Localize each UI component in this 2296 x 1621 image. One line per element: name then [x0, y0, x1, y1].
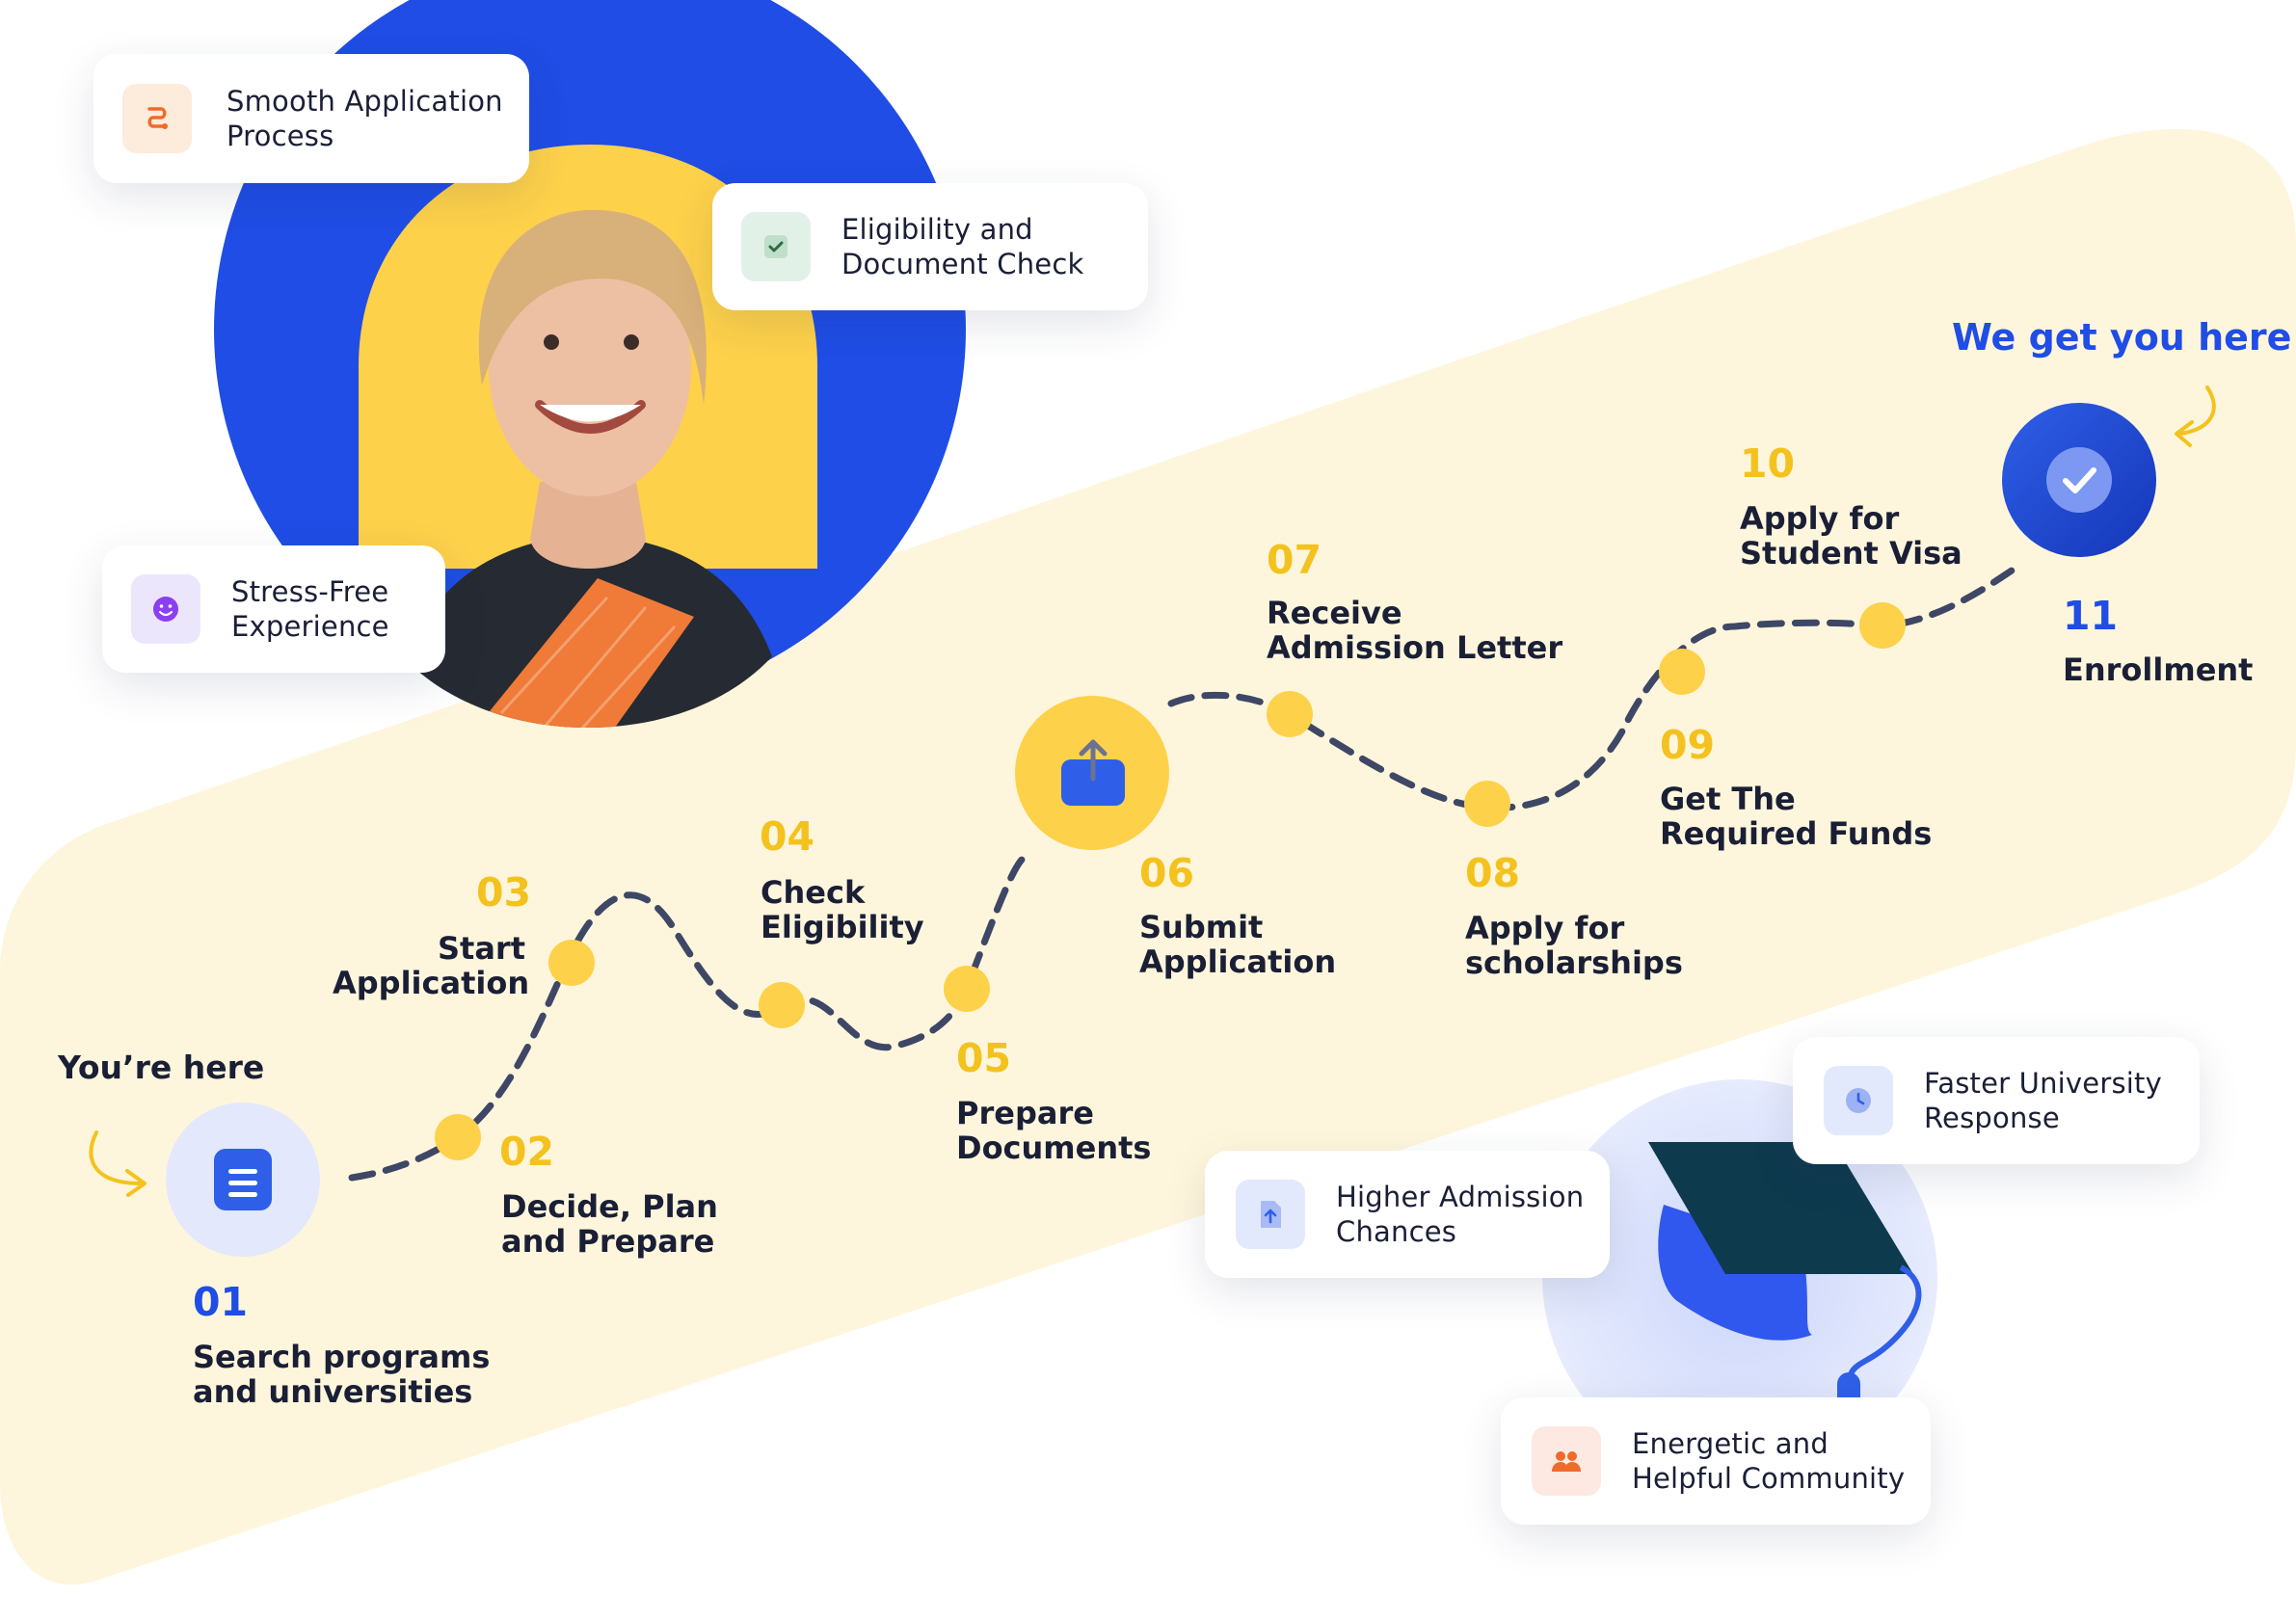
- feature-card-label: Smooth Application Process: [227, 85, 503, 152]
- start-arrow-icon: [89, 1130, 147, 1197]
- step-number-06: 06: [1139, 850, 1195, 896]
- check-icon: [741, 212, 811, 281]
- step-label-04: Check Eligibility: [761, 874, 924, 945]
- step-label-07: Receive Admission Letter: [1267, 595, 1563, 666]
- step-label-03: Start Application: [333, 930, 530, 1001]
- upload-doc-icon: [1236, 1180, 1305, 1249]
- step-dot-07: [1267, 691, 1313, 737]
- step-label-09: Get The Required Funds: [1660, 781, 1933, 852]
- feature-card-faster-response: Faster University Response: [1793, 1037, 2200, 1164]
- feature-card-label: Energetic and Helpful Community: [1632, 1427, 1906, 1495]
- feature-card-community: Energetic and Helpful Community: [1501, 1397, 1931, 1525]
- step-dot-08: [1464, 781, 1510, 827]
- step-label-01: Search programs and universities: [193, 1339, 491, 1410]
- we-get-you-here-note: We get you here: [1952, 316, 2292, 359]
- step-number-02: 02: [499, 1129, 555, 1175]
- feature-card-label: Stress-Free Experience: [231, 575, 389, 643]
- step-number-10: 10: [1740, 440, 1796, 487]
- student-portrait: [386, 209, 790, 728]
- step-number-07: 07: [1267, 537, 1322, 583]
- step-number-03: 03: [476, 869, 532, 916]
- step-dot-09: [1659, 649, 1705, 695]
- step-label-11: Enrollment: [2063, 651, 2254, 688]
- clock-icon: [1824, 1066, 1893, 1135]
- step-number-09: 09: [1660, 722, 1716, 768]
- step-number-08: 08: [1465, 850, 1521, 896]
- feature-card-higher-admission: Higher Admission Chances: [1205, 1151, 1610, 1278]
- feature-card-label: Faster University Response: [1924, 1067, 2162, 1134]
- step-dot-02: [435, 1114, 481, 1160]
- step-label-10: Apply for Student Visa: [1740, 500, 1962, 571]
- feature-card-label: Higher Admission Chances: [1336, 1181, 1585, 1248]
- journey-band: [0, 128, 2296, 1585]
- step-number-05: 05: [956, 1035, 1012, 1081]
- step-number-04: 04: [760, 813, 815, 860]
- route-icon: [122, 84, 192, 153]
- step-number-11: 11: [2063, 593, 2119, 639]
- you-are-here-note: You’re here: [58, 1049, 265, 1086]
- step-dot-03: [548, 940, 595, 986]
- step-dot-05: [944, 966, 990, 1012]
- step-dot-10: [1859, 602, 1906, 649]
- step-label-05: Prepare Documents: [956, 1095, 1152, 1166]
- document-icon: [214, 1149, 272, 1210]
- step-label-06: Submit Application: [1139, 909, 1337, 980]
- smile-icon: [131, 574, 200, 644]
- feature-card-smooth-application: Smooth Application Process: [93, 54, 529, 183]
- feature-card-eligibility-check: Eligibility and Document Check: [712, 183, 1148, 310]
- feature-card-stress-free: Stress-Free Experience: [102, 545, 445, 673]
- step-dots: [435, 602, 1906, 1160]
- check-circle-icon: [2046, 447, 2112, 513]
- step-label-02: Decide, Plan and Prepare: [501, 1188, 718, 1260]
- step-label-08: Apply for scholarships: [1465, 910, 1683, 981]
- end-arrow-icon: [2175, 385, 2216, 447]
- upload-icon: [1061, 739, 1125, 806]
- step-number-01: 01: [193, 1279, 249, 1325]
- feature-card-label: Eligibility and Document Check: [841, 213, 1084, 280]
- community-icon: [1532, 1426, 1601, 1496]
- step-dot-04: [759, 982, 805, 1028]
